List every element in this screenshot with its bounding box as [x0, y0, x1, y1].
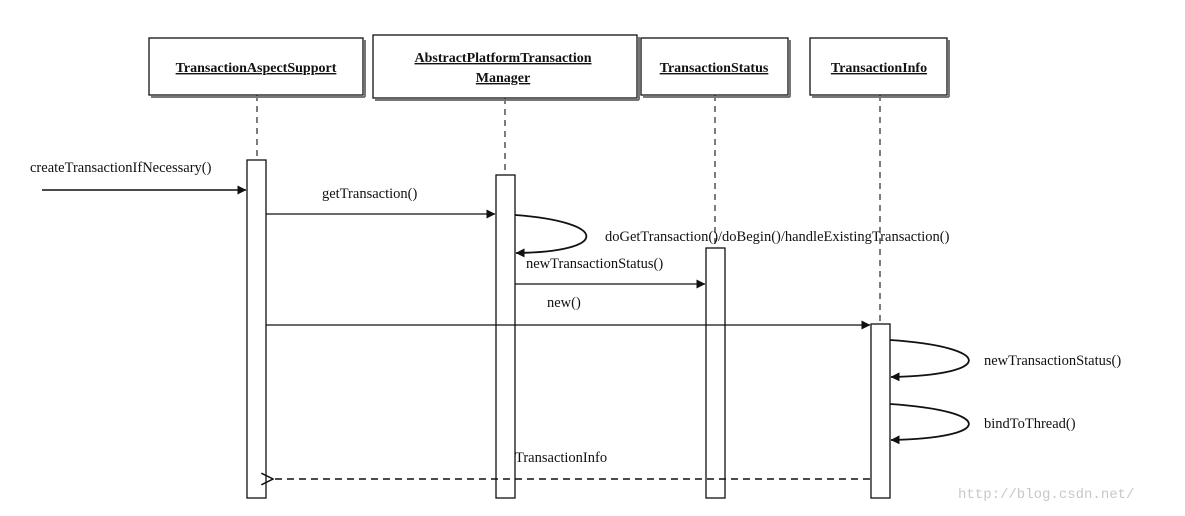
- activation-transaction-info: [870, 323, 891, 499]
- message-label-return-info: TransactionInfo: [515, 450, 607, 466]
- message-label-new-status-self: newTransactionStatus(): [984, 353, 1121, 369]
- participant-aspect-support-label: TransactionAspectSupport: [176, 61, 337, 76]
- message-label-create-if-necessary: createTransactionIfNecessary(): [30, 160, 212, 176]
- participant-platform-manager-label-line1: AbstractPlatformTransaction: [414, 51, 591, 66]
- participant-transaction-info: TransactionInfo: [809, 37, 950, 98]
- activation-platform-manager: [495, 174, 516, 499]
- activation-aspect-support: [246, 159, 267, 499]
- message-arrow-bind-to-thread: [889, 403, 970, 445]
- message-arrow-new-status-self: [889, 339, 970, 382]
- activation-transaction-status: [705, 247, 726, 499]
- participant-platform-manager: AbstractPlatformTransaction Manager: [372, 34, 640, 101]
- participant-transaction-info-label: TransactionInfo: [831, 61, 927, 76]
- participant-transaction-status: TransactionStatus: [640, 37, 791, 98]
- message-label-new-info: new(): [547, 295, 581, 311]
- message-label-bind-to-thread: bindToThread(): [984, 416, 1076, 432]
- participant-platform-manager-label-line2: Manager: [476, 71, 530, 86]
- message-label-do-get-transaction: doGetTransaction()/doBegin()/handleExist…: [605, 229, 950, 245]
- watermark: http://blog.csdn.net/: [958, 487, 1134, 503]
- participant-aspect-support: TransactionAspectSupport: [148, 37, 366, 98]
- participant-transaction-status-label: TransactionStatus: [660, 61, 769, 76]
- message-label-new-status-call: newTransactionStatus(): [526, 256, 663, 272]
- message-arrow-do-get-transaction: [514, 214, 587, 258]
- message-label-get-transaction: getTransaction(): [322, 186, 417, 202]
